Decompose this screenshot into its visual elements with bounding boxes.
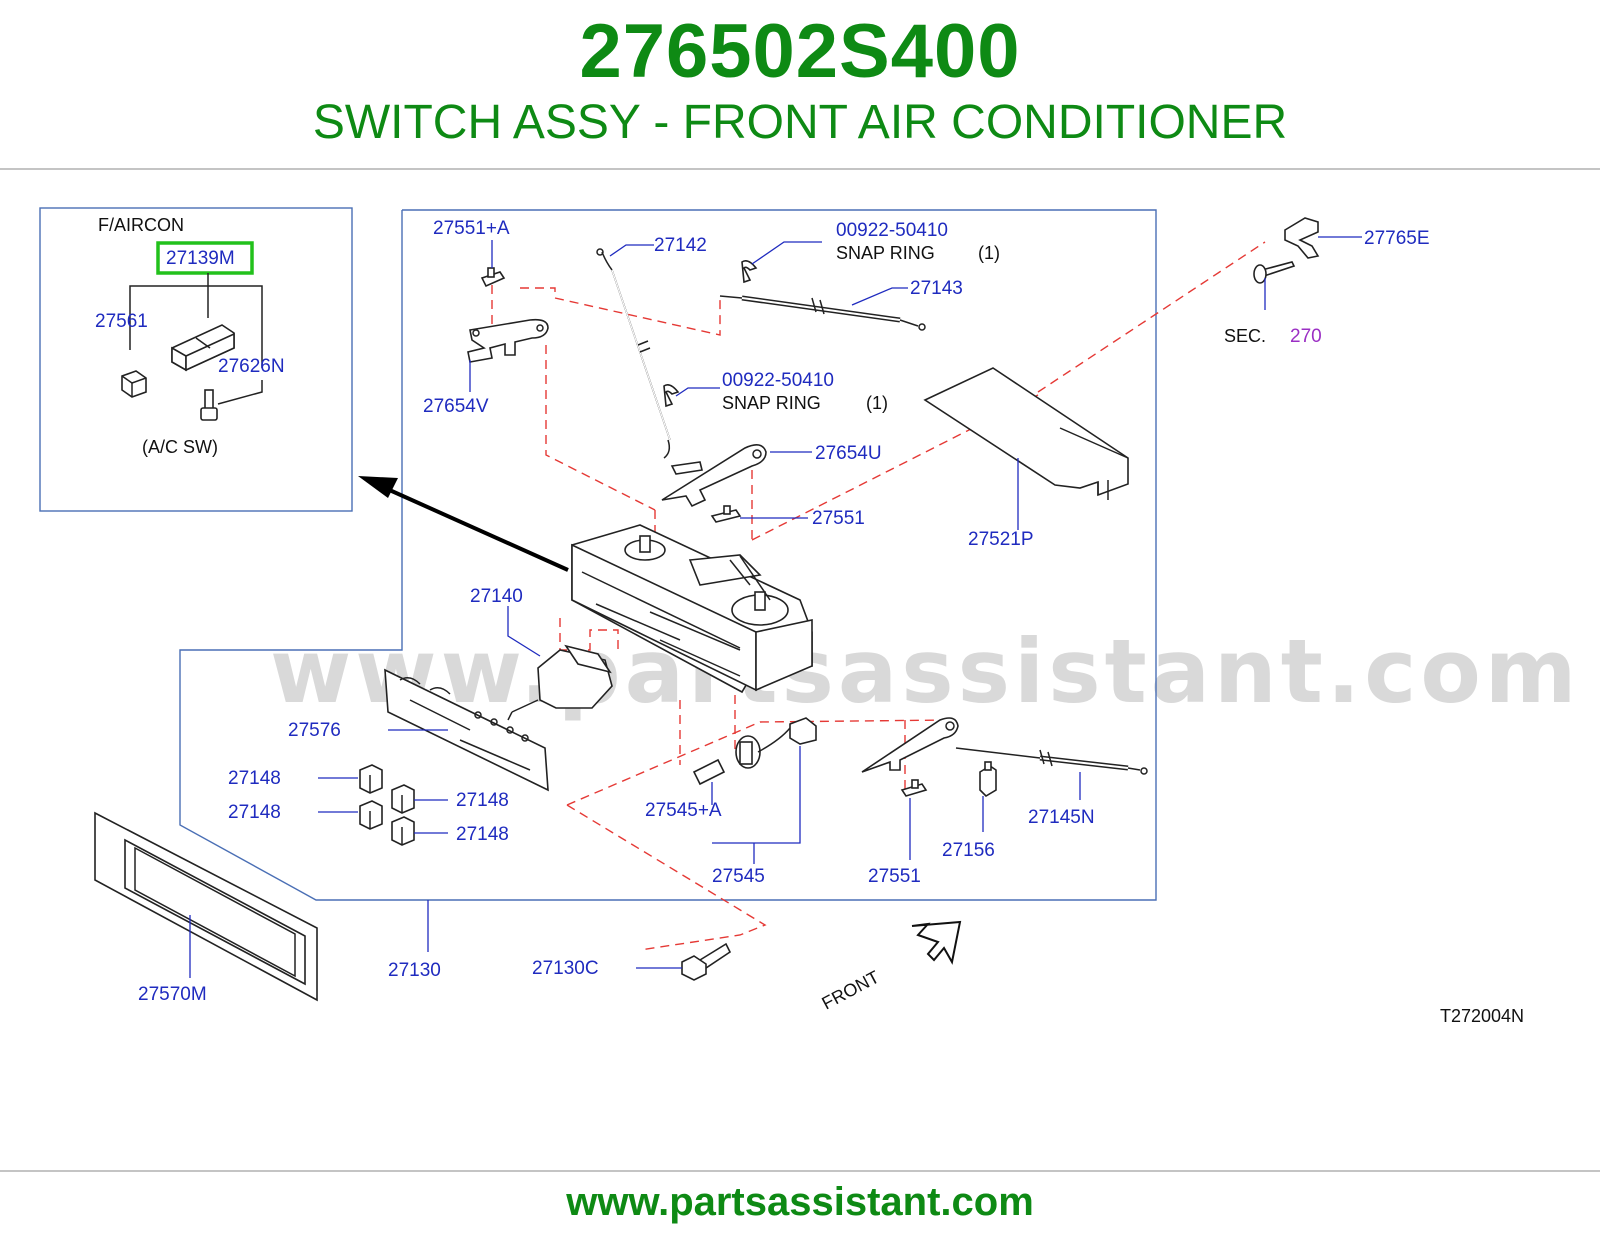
inset-callout-27626n[interactable]: 27626N	[218, 356, 285, 377]
main-frame	[179, 209, 1157, 901]
inset-pointer-arrow	[384, 486, 569, 572]
button-cap-part	[121, 370, 147, 398]
callout-00922-50410-mid[interactable]: 00922-50410	[722, 370, 834, 391]
cable-27142-part	[596, 248, 671, 459]
callout-27765e[interactable]: 27765E	[1364, 228, 1430, 249]
diagram-code: T272004N	[1440, 1006, 1524, 1026]
cable-27143-part	[719, 295, 926, 331]
callout-27521p[interactable]: 27521P	[968, 529, 1034, 550]
knob-27148-b-part	[391, 784, 415, 814]
knob-27148-d-part	[391, 816, 415, 846]
watermark-text: www.partsassistant.com	[270, 620, 1581, 723]
plate-27576-part	[384, 668, 549, 792]
callout-27654v[interactable]: 27654V	[423, 396, 489, 417]
callout-00922-50410-top[interactable]: 00922-50410	[836, 220, 948, 241]
callout-27148-3[interactable]: 27148	[228, 802, 281, 823]
clip-27551a-part	[480, 267, 506, 288]
header: 276502S400 SWITCH ASSY - FRONT AIR CONDI…	[0, 0, 1600, 170]
front-direction-arrow	[911, 920, 962, 965]
callout-27130[interactable]: 27130	[388, 960, 441, 981]
callout-27576[interactable]: 27576	[288, 720, 341, 741]
ac-switch-part	[171, 324, 235, 372]
inset-frame	[39, 207, 353, 512]
inset-callout-27139m[interactable]: 27139M	[166, 248, 235, 269]
footer-divider	[0, 1170, 1600, 1172]
knob-27148-a-part	[359, 764, 383, 794]
snap-ring-top-part	[741, 260, 758, 284]
leader-lines	[189, 236, 1362, 978]
callout-27140[interactable]: 27140	[470, 586, 523, 607]
part-number-title: 276502S400	[579, 9, 1021, 94]
bulb-socket-27545-part	[692, 717, 817, 786]
callout-27148-4[interactable]: 27148	[456, 824, 509, 845]
callout-27654u[interactable]: 27654U	[815, 443, 882, 464]
lever-27654v-part	[467, 318, 549, 363]
callout-27143[interactable]: 27143	[910, 278, 963, 299]
clip-27156-part	[979, 761, 997, 798]
callout-27156[interactable]: 27156	[942, 840, 995, 861]
callout-27570m[interactable]: 27570M	[138, 984, 207, 1005]
inset-leader-knob	[217, 380, 263, 405]
lever-27654u-part	[661, 444, 767, 508]
callout-27145n[interactable]: 27145N	[1028, 807, 1095, 828]
callout-27130c[interactable]: 27130C	[532, 958, 599, 979]
callout-27148-1[interactable]: 27148	[228, 768, 281, 789]
bolt-27130c-part	[681, 942, 732, 981]
callout-27142[interactable]: 27142	[654, 235, 707, 256]
arrow-head	[358, 476, 398, 498]
footer-url[interactable]: www.partsassistant.com	[566, 1180, 1034, 1224]
connector-27140-part	[507, 644, 613, 721]
sec-label: SEC.	[1224, 326, 1266, 346]
part-description: SWITCH ASSY - FRONT AIR CONDITIONER	[312, 96, 1288, 149]
bracket-27765e-part	[1284, 217, 1320, 259]
inset-leader-bracket	[129, 285, 263, 368]
callout-27545[interactable]: 27545	[712, 866, 765, 887]
header-divider	[0, 168, 1600, 170]
bezel-27570m-part	[94, 811, 318, 1002]
callout-27551-upper[interactable]: 27551	[812, 508, 865, 529]
inset-title: F/AIRCON	[98, 215, 184, 235]
knob-27148-c-part	[359, 800, 383, 830]
callout-27551-a[interactable]: 27551+A	[433, 218, 510, 239]
snap-ring-qty-mid: (1)	[866, 393, 888, 413]
panel-27521p-part	[923, 367, 1129, 500]
snap-ring-qty-top: (1)	[978, 243, 1000, 263]
front-label: FRONT	[818, 967, 882, 1014]
knob-screw-part	[200, 389, 218, 421]
inset-caption: (A/C SW)	[142, 437, 218, 457]
clip-27551-lower-part	[900, 779, 928, 797]
callout-27551-lower[interactable]: 27551	[868, 866, 921, 887]
inset-callout-27561[interactable]: 27561	[95, 311, 148, 332]
callout-27545-a[interactable]: 27545+A	[645, 800, 722, 821]
sec-270-link[interactable]: 270	[1290, 326, 1322, 347]
snap-ring-label-top: SNAP RING	[836, 243, 935, 263]
snap-ring-mid-part	[663, 384, 680, 408]
control-housing-part	[571, 524, 813, 694]
clip-27551-upper-part	[710, 505, 742, 523]
snap-ring-label-mid: SNAP RING	[722, 393, 821, 413]
lever-27145n-part	[861, 717, 1148, 775]
screw-sec270-part	[1253, 261, 1296, 284]
highlight-box[interactable]	[156, 241, 254, 275]
callout-27148-2[interactable]: 27148	[456, 790, 509, 811]
